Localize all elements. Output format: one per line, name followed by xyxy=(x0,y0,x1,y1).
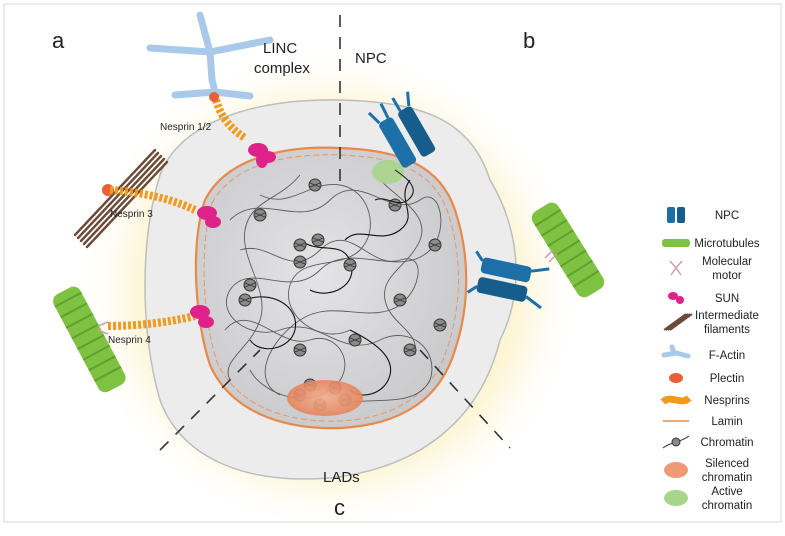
npc-label: NPC xyxy=(355,50,387,67)
legend-label: chromatin xyxy=(702,472,753,484)
npc-top xyxy=(367,91,436,168)
microtubule-left xyxy=(53,286,126,393)
nucleosome-bead xyxy=(433,318,447,332)
sun-protein-1 xyxy=(248,143,276,168)
legend-item: Intermediate filaments xyxy=(663,310,759,336)
nucleosome-bead xyxy=(238,293,252,307)
nesprin-4-label: Nesprin 4 xyxy=(108,335,151,346)
f-actin-icon xyxy=(661,344,691,359)
legend-label: SUN xyxy=(715,293,739,305)
molecular-motor-icon xyxy=(669,260,683,276)
f-actin-filament xyxy=(146,11,274,100)
legend-label: Silenced xyxy=(705,458,749,470)
sector-dividers xyxy=(159,15,511,451)
legend-item: Chromatin xyxy=(662,435,754,449)
lads-label: LADs xyxy=(323,469,360,486)
linc-label-line2: complex xyxy=(254,60,310,77)
molecular-motor-right xyxy=(544,249,558,263)
legend-item: Microtubules xyxy=(662,238,760,250)
nesprin-4 xyxy=(107,312,196,330)
legend-label: Active xyxy=(711,486,742,498)
legend-label: Plectin xyxy=(710,373,745,385)
legend-item: Silenced chromatin xyxy=(664,458,752,484)
nucleosome-bead xyxy=(311,233,325,247)
npc-right xyxy=(466,250,550,310)
plectin-icon xyxy=(669,373,683,383)
nesprin-1-2 xyxy=(209,92,248,142)
nesprins-icon xyxy=(660,395,692,405)
npc-icon xyxy=(667,207,685,223)
panel-letter-a: a xyxy=(52,28,65,53)
legend-item: NPC xyxy=(667,207,739,223)
legend-item: Nesprins xyxy=(660,395,750,407)
nesprin-3 xyxy=(102,184,197,214)
nucleosome-bead xyxy=(403,343,417,357)
silenced-chromatin-icon xyxy=(664,462,688,478)
nucleosome-bead xyxy=(428,238,442,252)
nucleosome-bead xyxy=(343,258,357,272)
intermediate-filaments-icon xyxy=(663,313,693,331)
nucleosome-bead xyxy=(388,198,402,212)
nucleosome-bead xyxy=(293,238,307,252)
legend-label: Lamin xyxy=(711,416,742,428)
nucleosome-bead xyxy=(293,255,307,269)
legend-label: NPC xyxy=(715,210,739,222)
legend-label: Chromatin xyxy=(700,437,753,449)
legend-item: F-Actin xyxy=(661,344,745,362)
nucleosome-bead xyxy=(253,208,267,222)
nesprin-3-label: Nesprin 3 xyxy=(110,209,153,220)
sun-protein-2 xyxy=(197,206,221,228)
silenced-chromatin-region xyxy=(287,380,363,416)
nucleosome-bead xyxy=(243,278,257,292)
linc-label-line1: LINC xyxy=(263,40,297,57)
legend-item: Plectin xyxy=(669,373,744,385)
sun-protein-3 xyxy=(190,305,214,328)
active-chromatin-icon xyxy=(664,490,688,506)
molecular-motor-left xyxy=(97,321,109,335)
legend-item: Active chromatin xyxy=(664,486,752,512)
nucleosome-bead xyxy=(348,333,362,347)
sun-icon xyxy=(668,292,684,304)
legend-item: Lamin xyxy=(663,416,743,428)
legend-label: Intermediate xyxy=(695,310,759,322)
legend-item: Molecular motor xyxy=(669,256,752,282)
nucleosome-bead xyxy=(293,343,307,357)
legend-label: chromatin xyxy=(702,500,753,512)
legend-label: Nesprins xyxy=(704,395,750,407)
chromatin-icon xyxy=(662,435,690,449)
nucleosome-bead xyxy=(393,293,407,307)
legend-label: filaments xyxy=(704,324,750,336)
legend-label: Molecular xyxy=(702,256,752,268)
lamin-meshwork xyxy=(203,154,459,422)
microtubules-icon xyxy=(662,239,690,247)
legend-label: motor xyxy=(712,270,742,282)
active-chromatin-region xyxy=(372,160,404,184)
legend-label: F-Actin xyxy=(709,350,745,362)
panel-letter-b: b xyxy=(523,28,535,53)
legend-label: Microtubules xyxy=(694,238,759,250)
panel-letter-c: c xyxy=(334,495,345,520)
legend-item: SUN xyxy=(668,292,739,305)
nesprin-1-2-label: Nesprin 1/2 xyxy=(160,122,212,133)
microtubule-right xyxy=(531,202,605,298)
nucleosome-bead xyxy=(308,178,322,192)
